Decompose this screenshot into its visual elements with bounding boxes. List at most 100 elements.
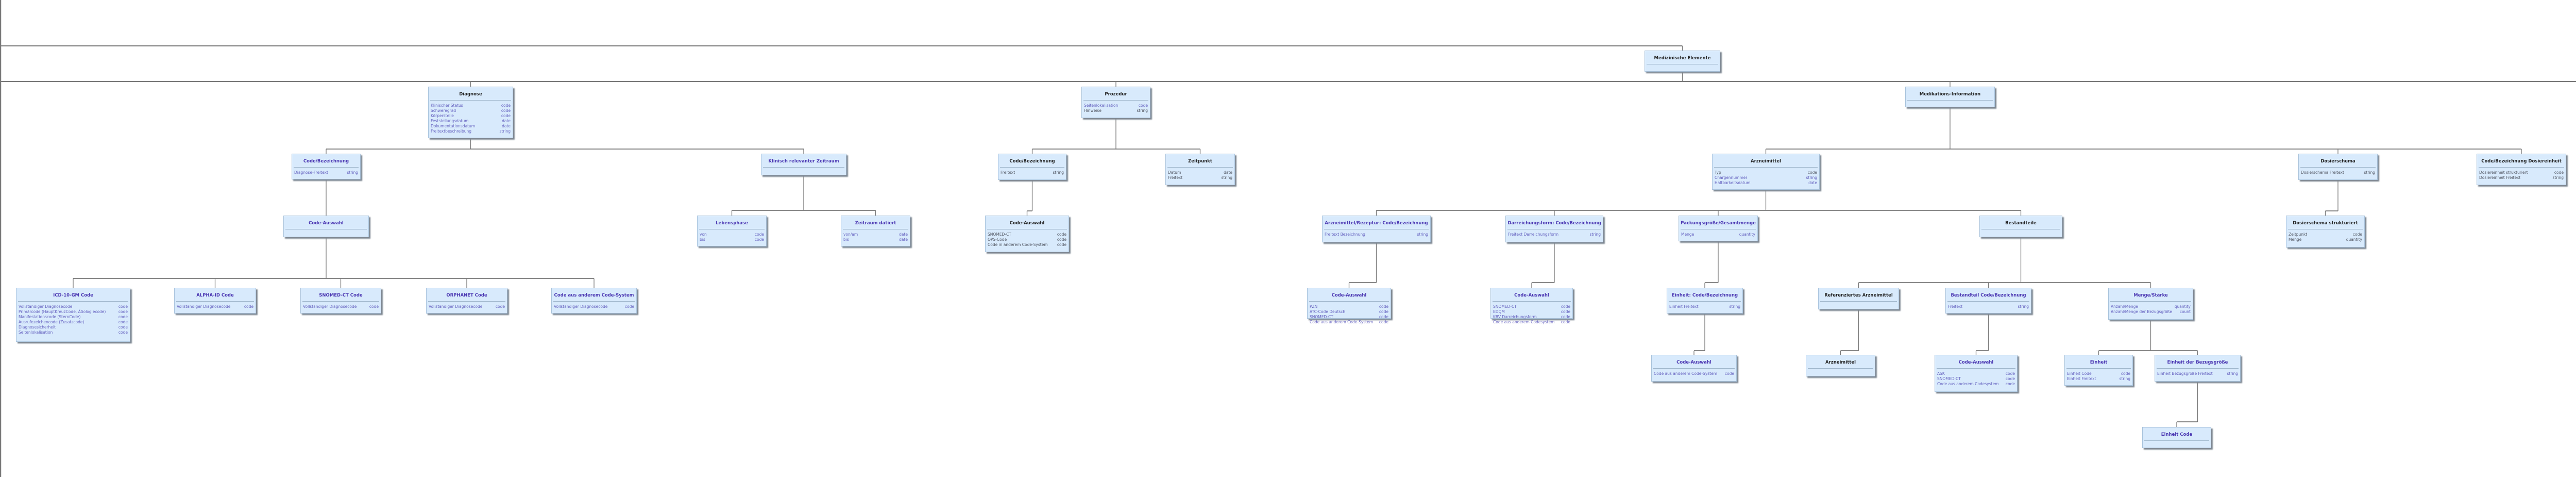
attribute-type: string <box>1137 108 1148 113</box>
attribute-type: string <box>1806 175 1817 180</box>
attribute-type: string <box>499 129 511 134</box>
entity-box-code-auswahl[interactable]: Code-Auswahl <box>283 216 369 237</box>
attribute-name: Diagnosesicherheit <box>19 325 56 330</box>
attribute-row: Manifestationscode (SternCode)code <box>16 315 130 320</box>
title-divider <box>1083 100 1148 101</box>
title-divider <box>1714 167 1818 168</box>
attribute-type: string <box>2227 371 2238 376</box>
entity-title: ALPHA-ID Code <box>196 293 234 298</box>
attribute-row: Diagnosesicherheit code <box>16 325 130 330</box>
title-divider <box>1947 301 2029 302</box>
attribute-name: Menge <box>2289 237 2302 242</box>
attribute-type: date <box>899 237 908 242</box>
title-divider <box>1167 167 1233 168</box>
attribute-name: Anzahl/Menge <box>2111 304 2138 309</box>
attribute-type: string <box>2364 170 2375 175</box>
attribute-type: code <box>2554 170 2564 175</box>
entity-title: Menge/Stärke <box>2133 293 2168 298</box>
entity-title: Darreichungsform: Code/Bezeichnung <box>1507 221 1601 226</box>
attribute-type: code <box>495 304 505 309</box>
attribute-type: string <box>1417 232 1428 237</box>
entity-title: Packungsgröße/Gesamtmenge <box>1681 221 1756 226</box>
title-divider <box>2479 167 2564 168</box>
entity-title: SNOMED-CT Code <box>319 293 363 298</box>
attribute-name: OPS-Code <box>988 237 1007 242</box>
entity-box-bestandteile[interactable]: Bestandteile <box>1979 216 2062 237</box>
attribute-type: code <box>2005 382 2015 386</box>
attribute-name: Code aus anderem Codesystem <box>1493 320 1555 324</box>
attribute-type: date <box>1224 170 1232 175</box>
entity-box-medizinische-elemente[interactable]: Medizinische Elemente <box>1645 51 1720 72</box>
attribute-name: Code aus anderem Codesystem <box>1937 382 1999 386</box>
title-divider <box>1493 301 1571 302</box>
attribute-name: Datum <box>1168 170 1181 175</box>
attribute-type: code <box>118 320 128 324</box>
attribute-type: date <box>502 119 511 123</box>
attribute-type: code <box>501 103 511 108</box>
entity-box-einheit-code[interactable]: Einheit Code <box>2142 427 2211 448</box>
attribute-type: code <box>1561 304 1570 309</box>
entity-title: Prozedur <box>1105 92 1127 97</box>
entity-title: Code/Bezeichnung Dosiereinheit <box>2481 159 2562 164</box>
title-divider <box>430 100 511 101</box>
attribute-name: Dokumentationsdatum <box>431 124 476 128</box>
attribute-name: Vollständiger Diagnosecode <box>429 304 483 309</box>
entity-box-medikations-information[interactable]: Medikations-Information <box>1905 87 1995 107</box>
title-divider <box>1937 368 2015 369</box>
attribute-name: PZN <box>1310 304 1318 309</box>
attribute-type: code <box>2352 232 2362 237</box>
entity-title: Einheit <box>2090 360 2108 365</box>
attribute-type: code <box>118 325 128 330</box>
entity-box-referenziertes-arzneimittel[interactable]: Referenziertes Arzneimittel <box>1818 288 1899 309</box>
title-divider <box>2157 368 2239 369</box>
attribute-type: code <box>1057 232 1066 237</box>
attribute-row: Datum date <box>1166 170 1234 175</box>
entity-box-arzneimittel[interactable]: Arzneimittel <box>1806 355 1875 376</box>
entity-box-klinisch-relevanter-zeitraum[interactable]: Klinisch relevanter Zeitraum <box>761 154 846 175</box>
attribute-name: Freitext <box>1168 175 1183 180</box>
attribute-name: Ausrufezeichencode (Zusatzcode) <box>19 320 84 324</box>
attribute-row: Ausrufezeichencode (Zusatzcode) code <box>16 320 130 325</box>
title-divider <box>176 301 254 302</box>
attribute-name: bis <box>700 237 705 242</box>
